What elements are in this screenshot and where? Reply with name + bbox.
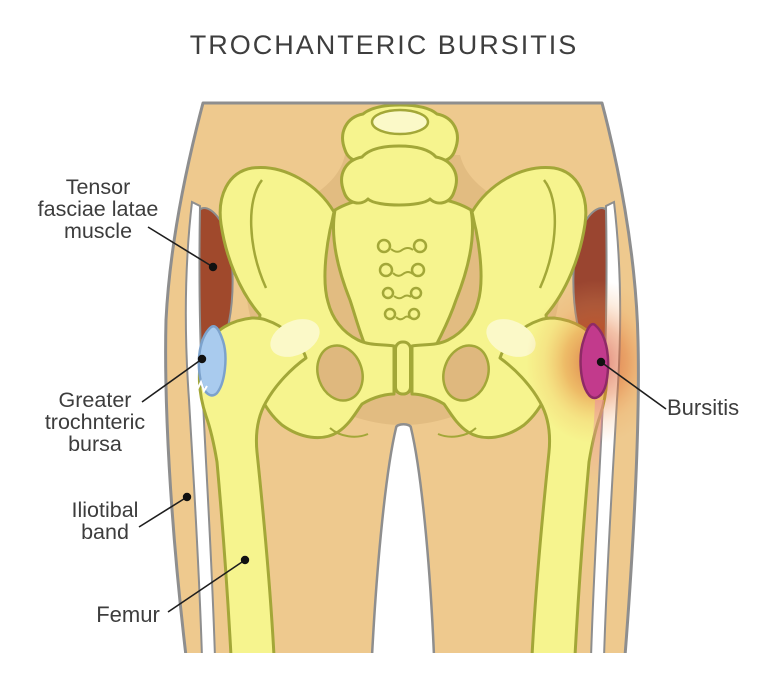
label-line: Iliotibal <box>71 498 139 522</box>
label-line: bursa <box>68 432 122 456</box>
greater-trochanteric-bursa <box>197 325 227 397</box>
label-line: muscle <box>63 219 133 243</box>
bursa-sparkle <box>193 379 208 394</box>
obturator-foramen-right <box>442 344 490 402</box>
leader-lines <box>138 226 667 613</box>
label-tensor-fasciae-latae-muscle: Tensor fasciae latae muscle <box>8 176 188 242</box>
label-bursitis: Bursitis <box>667 397 767 419</box>
label-femur: Femur <box>78 604 178 626</box>
pelvis-bones <box>197 103 609 658</box>
inflamed-band-fade <box>589 400 604 480</box>
label-line: Femur <box>96 602 160 627</box>
label-line: fasciae latae <box>37 197 159 221</box>
label-line: Greater <box>58 388 132 412</box>
page-title: TROCHANTERIC BURSITIS <box>189 30 579 60</box>
label-line: Tensor <box>65 175 131 199</box>
label-iliotibial-band: Iliotibal band <box>25 499 185 543</box>
label-greater-trochanteric-bursa: Greater trochnteric bursa <box>5 389 185 455</box>
pubic-symphysis <box>394 340 412 396</box>
iliac-crest-line-left <box>249 179 268 289</box>
label-line: Bursitis <box>667 395 740 420</box>
vertebra-disc <box>370 108 430 136</box>
lumbar-vertebra-2 <box>340 144 458 207</box>
femoral-head-highlight-left <box>270 319 320 357</box>
ischial-arc-left <box>329 427 369 438</box>
femoral-head-highlight-right <box>486 319 536 357</box>
label-line: trochnteric <box>44 410 146 434</box>
label-line: band <box>81 520 129 544</box>
body-outline <box>164 101 640 657</box>
ischial-arc-right <box>437 427 477 438</box>
inflamed-bursa <box>579 322 610 400</box>
iliac-crest-line-right <box>538 179 557 289</box>
leader-dots <box>182 262 606 565</box>
leg-gap-outline <box>370 423 436 657</box>
sacral-foramina <box>376 238 428 321</box>
obturator-foramen-left <box>316 344 364 402</box>
bottom-crop <box>0 653 768 698</box>
